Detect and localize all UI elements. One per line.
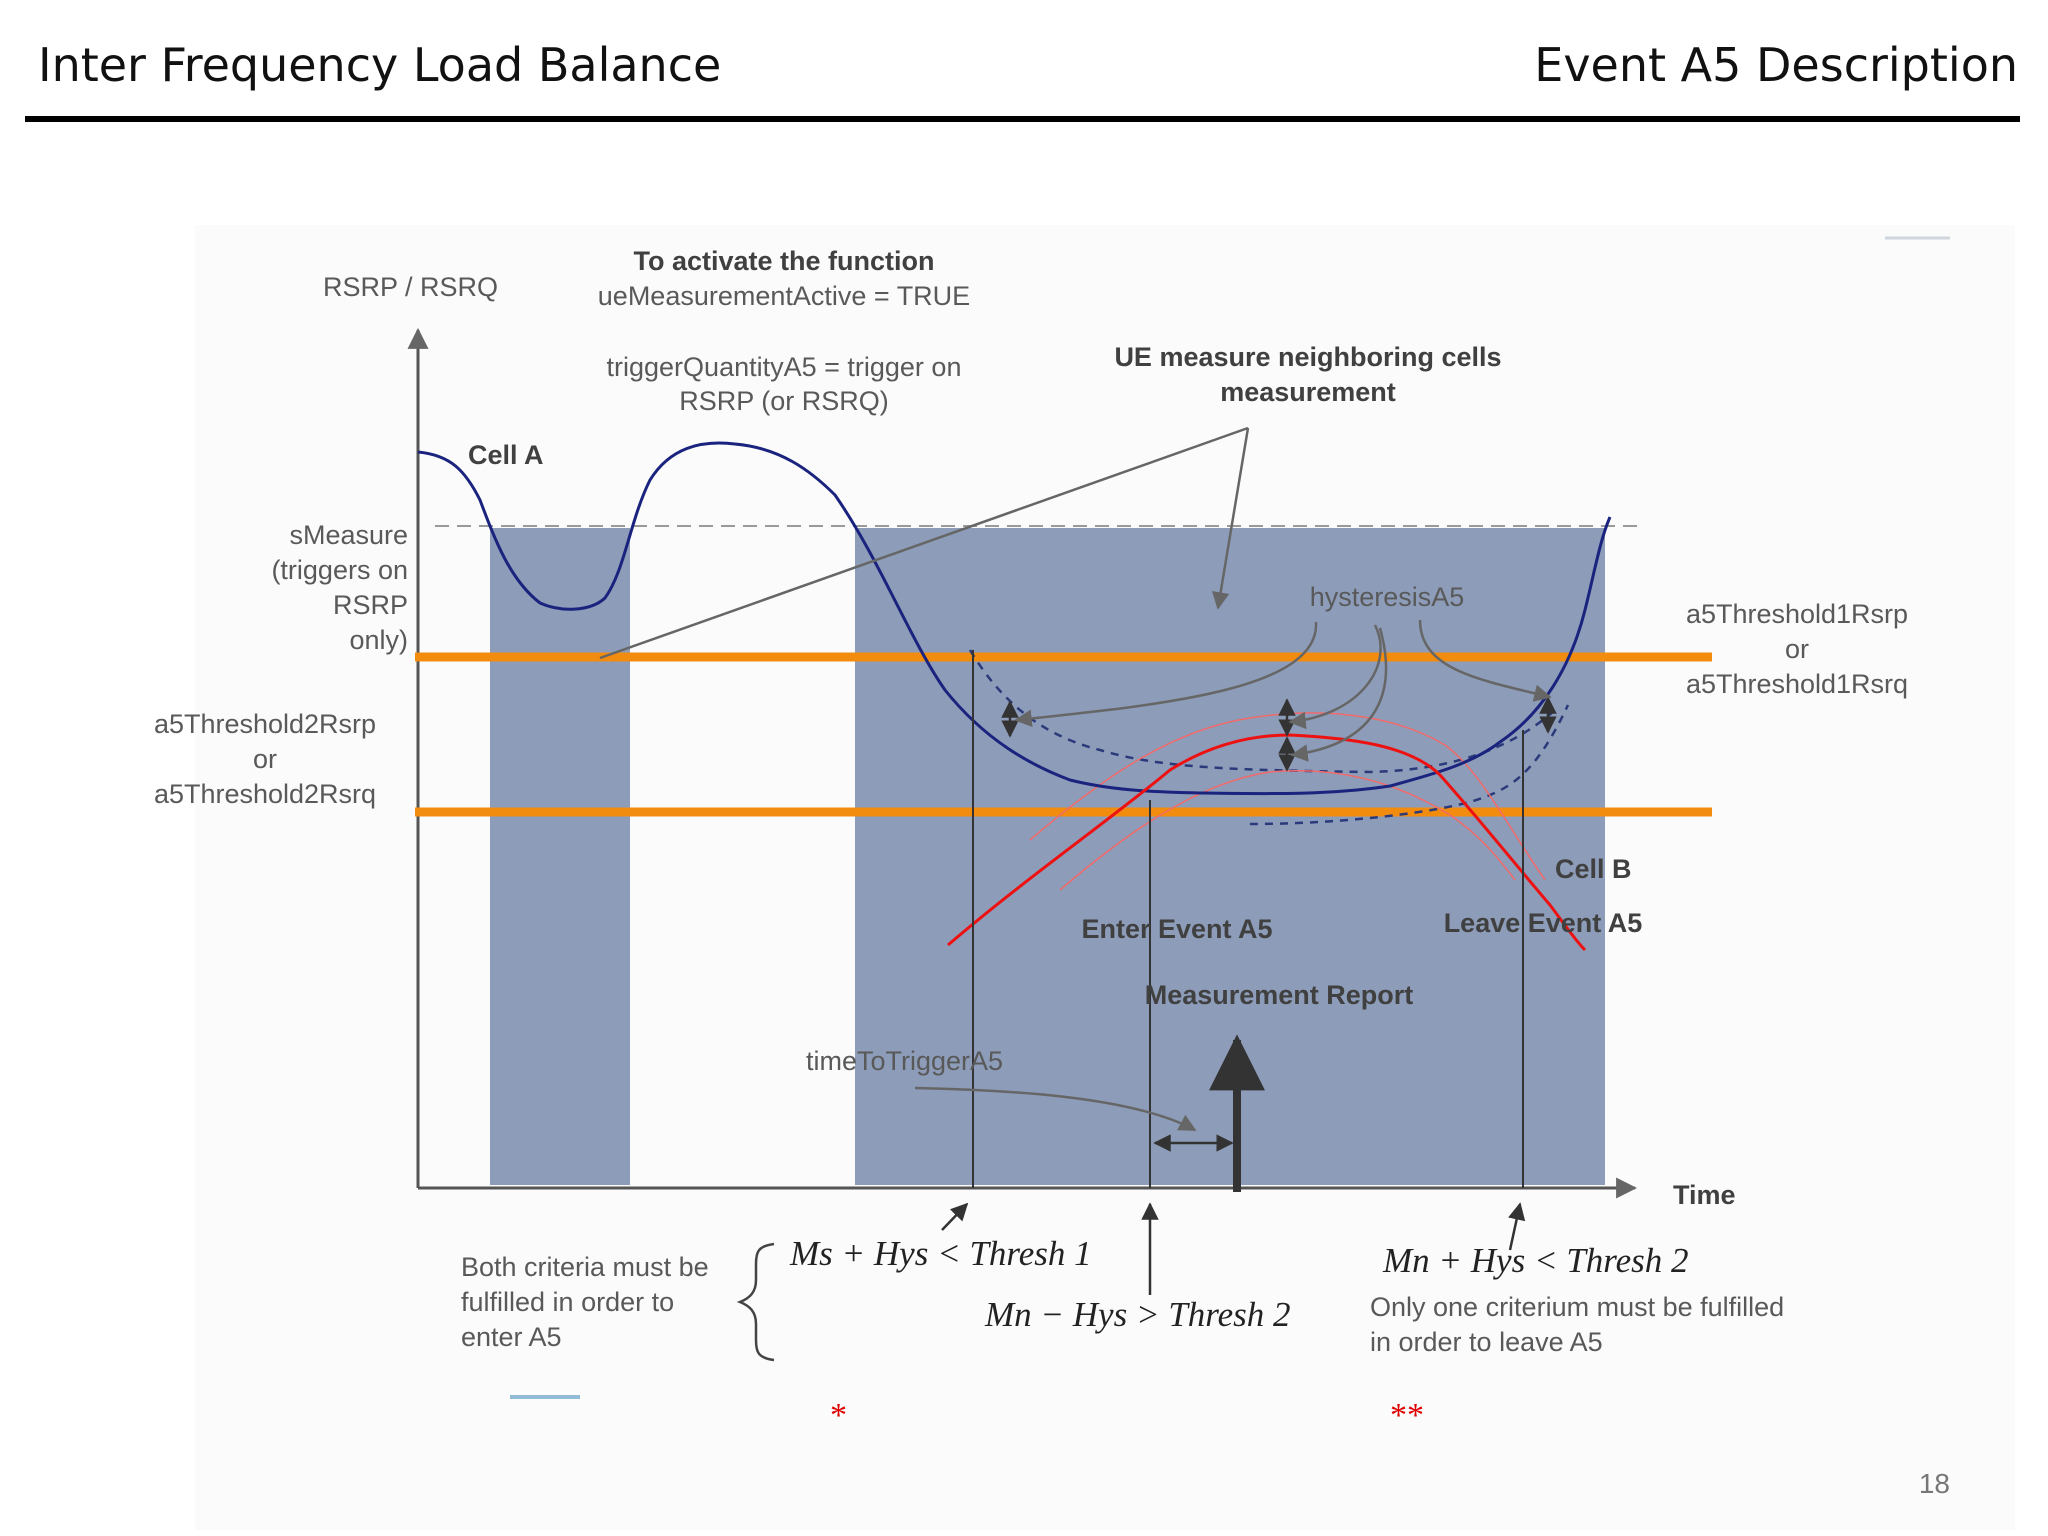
threshold2-label-1: a5Threshold2Rsrp	[154, 709, 376, 739]
only-one-line1: Only one criterium must be fulfilled	[1370, 1292, 1784, 1322]
slide-subtitle: Event A5 Description	[1534, 38, 2018, 92]
formula-enter-2: Mn − Hys > Thresh 2	[984, 1295, 1291, 1334]
hys-pointer-4	[1418, 619, 1552, 702]
x-axis-label: Time	[1673, 1180, 1736, 1210]
ttt-pointer	[914, 1086, 1197, 1132]
hysteresis-label: hysteresisA5	[1310, 582, 1465, 612]
both-criteria-line2: fulfilled in order to	[461, 1287, 674, 1317]
threshold2-label-3: a5Threshold2Rsrq	[154, 779, 376, 809]
threshold2-label-2: or	[253, 744, 277, 774]
cell-b-label: Cell B	[1555, 854, 1632, 884]
y-axis-label: RSRP / RSRQ	[323, 272, 498, 302]
smeasure-label-4: only)	[349, 625, 408, 655]
activate-param: ueMeasurementActive = TRUE	[598, 281, 970, 311]
time-to-trigger-label: timeToTriggerA5	[806, 1046, 1003, 1076]
trigger-quantity-line2: RSRP (or RSRQ)	[679, 386, 889, 416]
leave-event-label: Leave Event A5	[1444, 908, 1643, 938]
hys-pointer-2	[1288, 624, 1382, 730]
both-criteria-line3: enter A5	[461, 1322, 562, 1352]
hys-pointer-1	[1014, 621, 1318, 728]
enter-formula-arrow-1	[941, 1202, 969, 1231]
leave-formula-arrow	[1508, 1202, 1526, 1251]
ue-pointer-line-1	[599, 426, 1249, 660]
cell-b-offset-curve-lower	[1059, 770, 1516, 891]
cell-b-offset-curve-upper	[1029, 712, 1546, 881]
footnote-star-single: *	[830, 1397, 847, 1434]
slide-title: Inter Frequency Load Balance	[38, 38, 722, 92]
threshold1-label-2: or	[1785, 634, 1809, 664]
measurement-region-2	[855, 528, 1605, 1185]
only-one-line2: in order to leave A5	[1370, 1327, 1603, 1357]
smeasure-label-3: RSRP	[333, 590, 408, 620]
cell-a-curve	[417, 441, 1612, 796]
measurement-region-1	[490, 528, 630, 1185]
cell-b-hysteresis-curve	[1249, 704, 1570, 826]
ue-measure-line1: UE measure neighboring cells	[1114, 342, 1501, 372]
both-criteria-line1: Both criteria must be	[461, 1252, 709, 1282]
formula-leave: Mn + Hys < Thresh 2	[1382, 1241, 1689, 1280]
threshold1-label-1: a5Threshold1Rsrp	[1686, 599, 1908, 629]
cell-b-curve	[947, 733, 1587, 952]
activate-title: To activate the function	[633, 246, 934, 276]
smeasure-label-2: (triggers on	[271, 555, 408, 585]
measurement-report-label: Measurement Report	[1145, 980, 1414, 1010]
footnote-star-double: **	[1390, 1397, 1424, 1434]
threshold1-label-3: a5Threshold1Rsrq	[1686, 669, 1908, 699]
ue-pointer-line-2	[1211, 427, 1250, 610]
criteria-brace	[736, 1242, 775, 1362]
cell-a-label: Cell A	[468, 440, 544, 470]
formula-enter-1: Ms + Hys < Thresh 1	[789, 1234, 1092, 1273]
ue-measure-line2: measurement	[1220, 377, 1396, 407]
hys-pointer-3	[1290, 627, 1388, 762]
header-divider	[25, 116, 2020, 122]
enter-event-label: Enter Event A5	[1081, 914, 1272, 944]
trigger-quantity-line1: triggerQuantityA5 = trigger on	[607, 352, 962, 382]
page-number: 18	[1919, 1468, 1950, 1499]
smeasure-label-1: sMeasure	[289, 520, 408, 550]
